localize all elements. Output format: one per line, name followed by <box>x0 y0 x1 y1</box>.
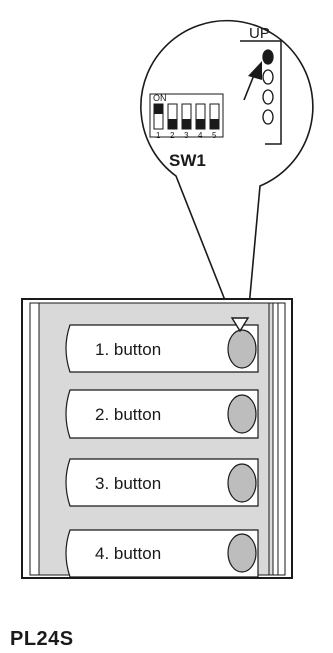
nameplate-3 <box>65 458 259 507</box>
jumper-pin-1 <box>262 49 274 65</box>
button-knob-2[interactable] <box>227 394 257 434</box>
dip-knob-4 <box>196 119 205 129</box>
dip-number-3: 3 <box>184 131 189 140</box>
jumper-pin-3 <box>262 89 274 105</box>
dip-on-label: ON <box>153 93 167 103</box>
model-label: PL24S <box>10 628 74 650</box>
jumper-pins <box>262 49 274 125</box>
sw1-title: SW1 <box>169 151 206 170</box>
svg-text:2: 2 <box>170 131 175 140</box>
button-label-1: 1. button <box>95 340 161 359</box>
dip-knob-3 <box>182 119 191 129</box>
dip-number-5: 5 <box>212 131 217 140</box>
dip-knob-2 <box>168 119 177 129</box>
svg-text:4: 4 <box>198 131 203 140</box>
jumper-frame <box>240 40 282 145</box>
callout-pointer-tip <box>230 317 250 333</box>
jumper-pin-4 <box>262 109 274 125</box>
up-arrow-icon <box>243 61 262 101</box>
dip-switch-body <box>149 93 224 138</box>
jumper-block: UP <box>240 25 282 145</box>
svg-text:3: 3 <box>184 131 189 140</box>
svg-text:5: 5 <box>212 131 217 140</box>
button-label-2: 2. button <box>95 405 161 424</box>
nameplate-2 <box>65 389 259 439</box>
button-knob-3[interactable] <box>227 463 257 503</box>
jumper-pin-2 <box>262 69 274 85</box>
call-button-2[interactable]: 2. button <box>65 389 259 439</box>
dip-number-1: 1 <box>156 131 161 140</box>
button-label-4: 4. button <box>95 544 161 563</box>
dip-number-4: 4 <box>198 131 203 140</box>
dip-switch-slots <box>153 103 220 130</box>
dip-switch: ON 1 2 3 4 5 <box>149 93 224 140</box>
up-label: UP <box>249 25 270 42</box>
magnifier-callout <box>140 19 314 319</box>
nameplate-1 <box>65 324 259 373</box>
call-button-1[interactable]: 1. button <box>65 324 259 373</box>
button-knob-1[interactable] <box>227 329 257 369</box>
nameplate-4 <box>65 529 259 578</box>
dip-knob-5 <box>210 119 219 129</box>
button-knob-4[interactable] <box>227 533 257 573</box>
call-button-3[interactable]: 3. button <box>65 458 259 507</box>
button-label-3: 3. button <box>95 474 161 493</box>
svg-text:1: 1 <box>156 131 161 140</box>
dip-knob-1 <box>154 104 163 114</box>
dip-number-2: 2 <box>170 131 175 140</box>
call-button-4[interactable]: 4. button <box>65 529 259 578</box>
magnifier-outline <box>140 19 314 319</box>
